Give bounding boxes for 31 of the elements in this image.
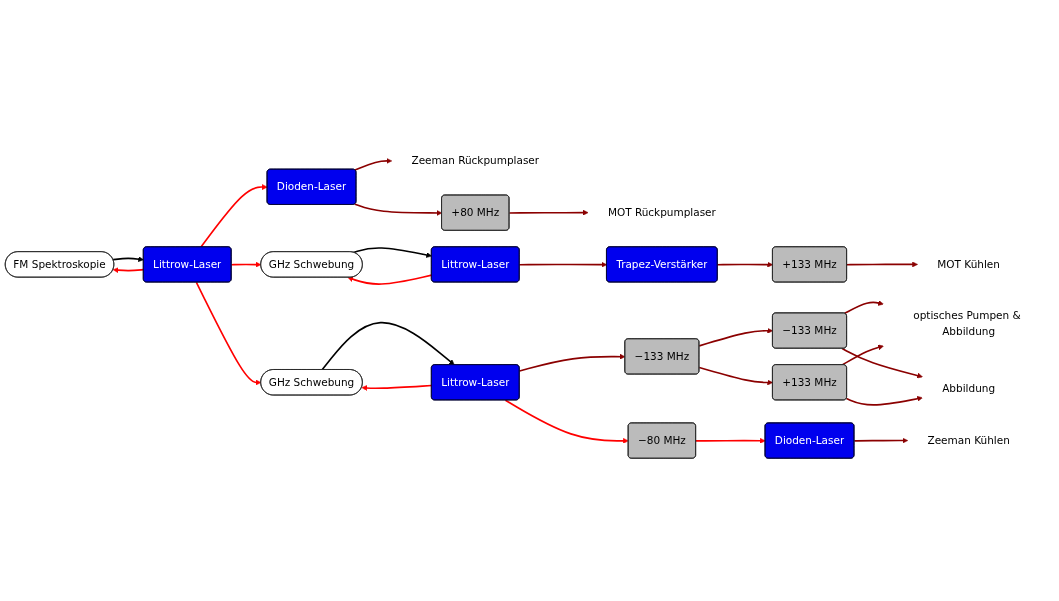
node-text: Abbildung [942,382,996,395]
arrow [354,203,443,216]
arrow [352,246,432,258]
arrow [112,256,144,262]
arrow [200,183,268,248]
arrow [518,261,608,268]
arrow [504,399,629,444]
arrow [716,261,773,268]
arrow [354,157,393,171]
arrow [698,366,773,386]
node-text: Zeeman Rückpumplaser [411,154,540,167]
arrow [321,321,455,371]
arrow [347,274,433,285]
node-text: Zeeman Kühlen [927,433,1010,447]
node-text: MOT Kühlen [937,257,1000,271]
arrow [698,327,773,347]
node-text: MOT Rückpumplaser [607,205,716,219]
arrow [841,347,923,379]
arrow [518,353,626,372]
arrow [845,395,923,406]
arrow [841,344,884,366]
arrow [853,437,909,444]
arrow [508,209,589,216]
arrow [843,299,884,314]
arrow [361,384,433,391]
arrow [195,281,262,386]
arrow [112,267,145,273]
arrow [846,261,918,268]
arrow [695,437,766,444]
node-text: optisches Pumpen & Abbildung [913,309,1021,338]
arrow [230,261,262,268]
